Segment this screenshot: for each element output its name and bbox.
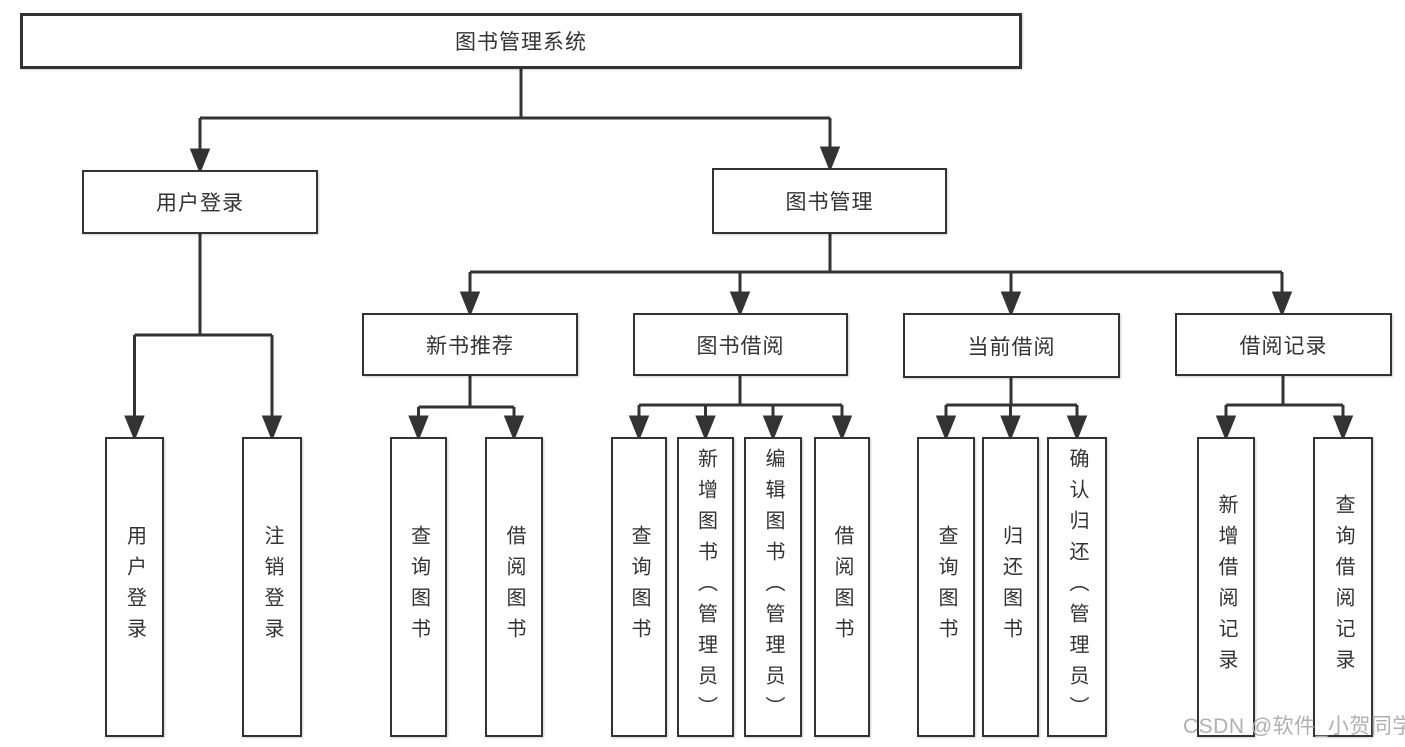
leaf-edit-book-admin: 编辑图书（管理员） xyxy=(744,437,802,737)
leaf-label: 新增借阅记录 xyxy=(1215,494,1237,680)
node-book-management: 图书管理 xyxy=(712,168,947,234)
connector-root-to-level2 xyxy=(189,69,841,175)
connector-user-login-children xyxy=(124,234,283,442)
leaf-query-books-borrow: 查询图书 xyxy=(611,437,667,737)
leaf-logout: 注销登录 xyxy=(242,437,302,737)
connector-book-borrow-children xyxy=(628,376,853,442)
leaf-label: 查询借阅记录 xyxy=(1332,494,1354,680)
leaf-label: 注销登录 xyxy=(261,525,283,649)
leaf-confirm-return-admin: 确认归还（管理员） xyxy=(1047,437,1107,737)
node-label: 当前借阅 xyxy=(967,335,1056,359)
node-label: 图书借阅 xyxy=(696,334,785,358)
leaf-label: 查询图书 xyxy=(407,525,430,649)
node-new-book-recommend: 新书推荐 xyxy=(362,313,578,376)
leaf-label: 查询图书 xyxy=(628,525,650,649)
leaf-label: 用户登录 xyxy=(123,525,146,649)
leaf-query-books-current: 查询图书 xyxy=(917,437,975,737)
connector-current-borrow-children xyxy=(935,377,1088,442)
leaf-user-login: 用户登录 xyxy=(105,437,164,737)
leaf-borrow-books: 借阅图书 xyxy=(814,437,870,737)
leaf-label: 确认归还（管理员） xyxy=(1066,447,1088,727)
leaf-label: 查询图书 xyxy=(935,525,957,649)
node-label: 借阅记录 xyxy=(1239,334,1328,358)
leaf-label: 归还图书 xyxy=(999,525,1022,649)
csdn-watermark: CSDN @软件_小贺同学 xyxy=(1183,715,1405,738)
node-label: 新书推荐 xyxy=(426,334,514,358)
leaf-label: 借阅图书 xyxy=(831,525,853,649)
leaf-query-books-recommend: 查询图书 xyxy=(390,437,447,737)
connector-new-book-children xyxy=(408,376,525,442)
connector-book-management-children xyxy=(459,234,1293,318)
node-current-borrow: 当前借阅 xyxy=(903,313,1120,378)
node-label: 图书管理系统 xyxy=(455,31,587,54)
node-label: 图书管理 xyxy=(785,191,874,214)
leaf-return-books: 归还图书 xyxy=(982,437,1039,737)
node-borrow-records: 借阅记录 xyxy=(1175,313,1392,376)
node-user-login: 用户登录 xyxy=(82,170,318,234)
connector-borrow-records-children xyxy=(1215,376,1354,442)
leaf-query-borrow-record: 查询借阅记录 xyxy=(1313,437,1373,737)
leaf-label: 新增图书（管理员） xyxy=(694,447,717,727)
leaf-label: 编辑图书（管理员） xyxy=(762,447,784,727)
leaf-add-borrow-record: 新增借阅记录 xyxy=(1197,437,1255,737)
node-library-management-system: 图书管理系统 xyxy=(20,13,1022,69)
node-label: 用户登录 xyxy=(156,192,244,215)
leaf-borrow-books-recommend: 借阅图书 xyxy=(485,437,543,737)
leaf-add-book-admin: 新增图书（管理员） xyxy=(677,437,734,737)
node-book-borrow: 图书借阅 xyxy=(633,313,848,376)
leaf-label: 借阅图书 xyxy=(503,525,525,649)
